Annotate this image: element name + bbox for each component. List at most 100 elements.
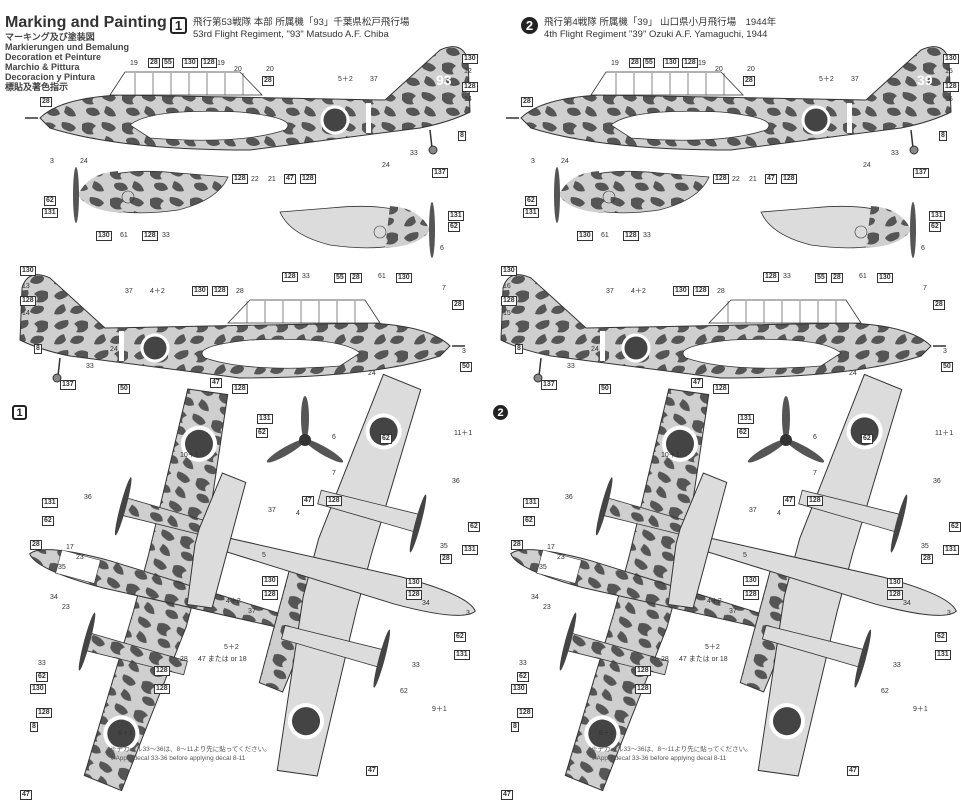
color-callout: 36 <box>933 478 941 485</box>
decal-callout: 28 <box>831 273 843 283</box>
decal-callout: 50 <box>460 362 472 372</box>
color-callout: 34 <box>903 600 911 607</box>
decal-callout: 130 <box>663 58 679 68</box>
decal-callout: 131 <box>929 211 945 221</box>
decal-callout: 128 <box>635 684 651 694</box>
wing-hinomaru <box>661 425 698 462</box>
decal-callout: 62 <box>861 434 873 444</box>
decal-callout: 62 <box>454 632 466 642</box>
color-callout: 5＋2 <box>819 76 834 83</box>
decal-callout: 62 <box>44 196 56 206</box>
scheme-title-jp: 飛行第53戦隊 本部 所属機「93」千葉県松戸飛行場 <box>193 17 410 28</box>
decal-callout: 128 <box>807 496 823 506</box>
engine-nacelle <box>682 338 842 369</box>
decal-note: ※デカール33～36は、8～11より先に貼ってください。※Apply decal… <box>110 745 271 763</box>
tail-code: 39 <box>917 72 933 88</box>
decal-callout: 128 <box>943 82 959 92</box>
decal-callout: 62 <box>468 522 480 532</box>
nacelle-front <box>78 171 123 213</box>
color-callout: 37 <box>606 288 614 295</box>
tail-code: 93 <box>436 72 452 88</box>
nacelle-right-detail <box>279 202 435 258</box>
wing-hinomaru <box>769 703 806 740</box>
decal-callout: 128 <box>743 590 759 600</box>
color-callout: 24 <box>110 346 118 353</box>
decal-callout: 28 <box>262 76 274 86</box>
color-callout: 17 <box>66 544 74 551</box>
scheme-number-badge: 2 <box>521 17 538 34</box>
fuselage-band <box>600 331 605 361</box>
nacelle-right-detail <box>760 202 916 258</box>
color-callout: 19 <box>611 60 619 67</box>
color-callout: 34 <box>422 600 430 607</box>
decal-callout: 62 <box>737 428 749 438</box>
decal-callout: 130 <box>182 58 198 68</box>
color-callout: 3 <box>50 158 54 165</box>
propeller <box>559 612 577 671</box>
color-callout: 33 <box>412 662 420 669</box>
lang-es: Decoracion y Pintura <box>5 72 96 82</box>
color-callout: 19 <box>217 60 225 67</box>
decal-callout: 130 <box>462 54 478 64</box>
decal-callout: 28 <box>629 58 641 68</box>
decal-note-jp: ※デカール33～36は、8～11より先に貼ってください。 <box>591 746 752 753</box>
canopy-plan <box>55 549 101 584</box>
propeller <box>595 477 613 536</box>
color-callout: 7 <box>813 470 817 477</box>
decal-callout: 47 <box>501 790 513 800</box>
color-callout: 7 <box>442 285 446 292</box>
decal-callout: 62 <box>935 632 947 642</box>
color-callout: 33 <box>38 660 46 667</box>
color-callout: 24 <box>382 162 390 169</box>
canopy <box>708 299 862 324</box>
decal-callout: 130 <box>406 578 422 588</box>
color-callout: 37 <box>749 507 757 514</box>
fuselage-band <box>119 331 124 361</box>
color-callout: 23 <box>62 604 70 611</box>
color-callout: 33 <box>891 150 899 157</box>
decal-callout: 128 <box>623 231 639 241</box>
color-callout: 14 <box>22 310 30 317</box>
color-callout: 35 <box>440 543 448 550</box>
color-callout: 28 <box>180 656 188 663</box>
color-callout: 8＋1 <box>118 730 133 737</box>
decal-callout: 128 <box>501 296 517 306</box>
propeller <box>554 167 560 223</box>
plan-view-badge: 1 <box>12 405 27 420</box>
canopy <box>109 71 263 96</box>
color-callout: 35 <box>539 564 547 571</box>
decal-callout: 131 <box>257 414 273 424</box>
engine-nacelle <box>610 110 770 141</box>
tail-wheel <box>52 373 62 383</box>
color-callout: 4 <box>777 510 781 517</box>
color-callout: 37 <box>125 288 133 295</box>
decal-callout: 128 <box>713 174 729 184</box>
color-callout: 33 <box>783 273 791 280</box>
color-callout: 28 <box>661 656 669 663</box>
decal-callout: 28 <box>933 300 945 310</box>
nacelle-front <box>866 206 911 248</box>
decal-callout: 47 <box>847 766 859 776</box>
decal-callout: 50 <box>941 362 953 372</box>
decal-callout: 128 <box>406 590 422 600</box>
color-callout: 16 <box>945 96 953 103</box>
side-view-right <box>500 274 946 383</box>
wing-hinomaru <box>180 425 217 462</box>
color-callout: 24 <box>849 370 857 377</box>
decal-callout: 130 <box>943 54 959 64</box>
color-callout: 24 <box>863 162 871 169</box>
decal-callout: 62 <box>448 222 460 232</box>
decal-callout: 62 <box>36 672 48 682</box>
decal-callout: 62 <box>929 222 941 232</box>
color-callout: 22 <box>732 176 740 183</box>
tailplane <box>667 472 728 609</box>
color-callout: 3 <box>531 158 535 165</box>
lang-fr: Decoration et Peinture <box>5 52 102 62</box>
color-callout: 23 <box>76 554 84 561</box>
color-callout: 10＋1 <box>661 452 680 459</box>
color-callout: 37 <box>248 608 256 615</box>
decal-callout: 130 <box>501 266 517 276</box>
color-callout: 33 <box>519 660 527 667</box>
decal-callout: 28 <box>350 273 362 283</box>
